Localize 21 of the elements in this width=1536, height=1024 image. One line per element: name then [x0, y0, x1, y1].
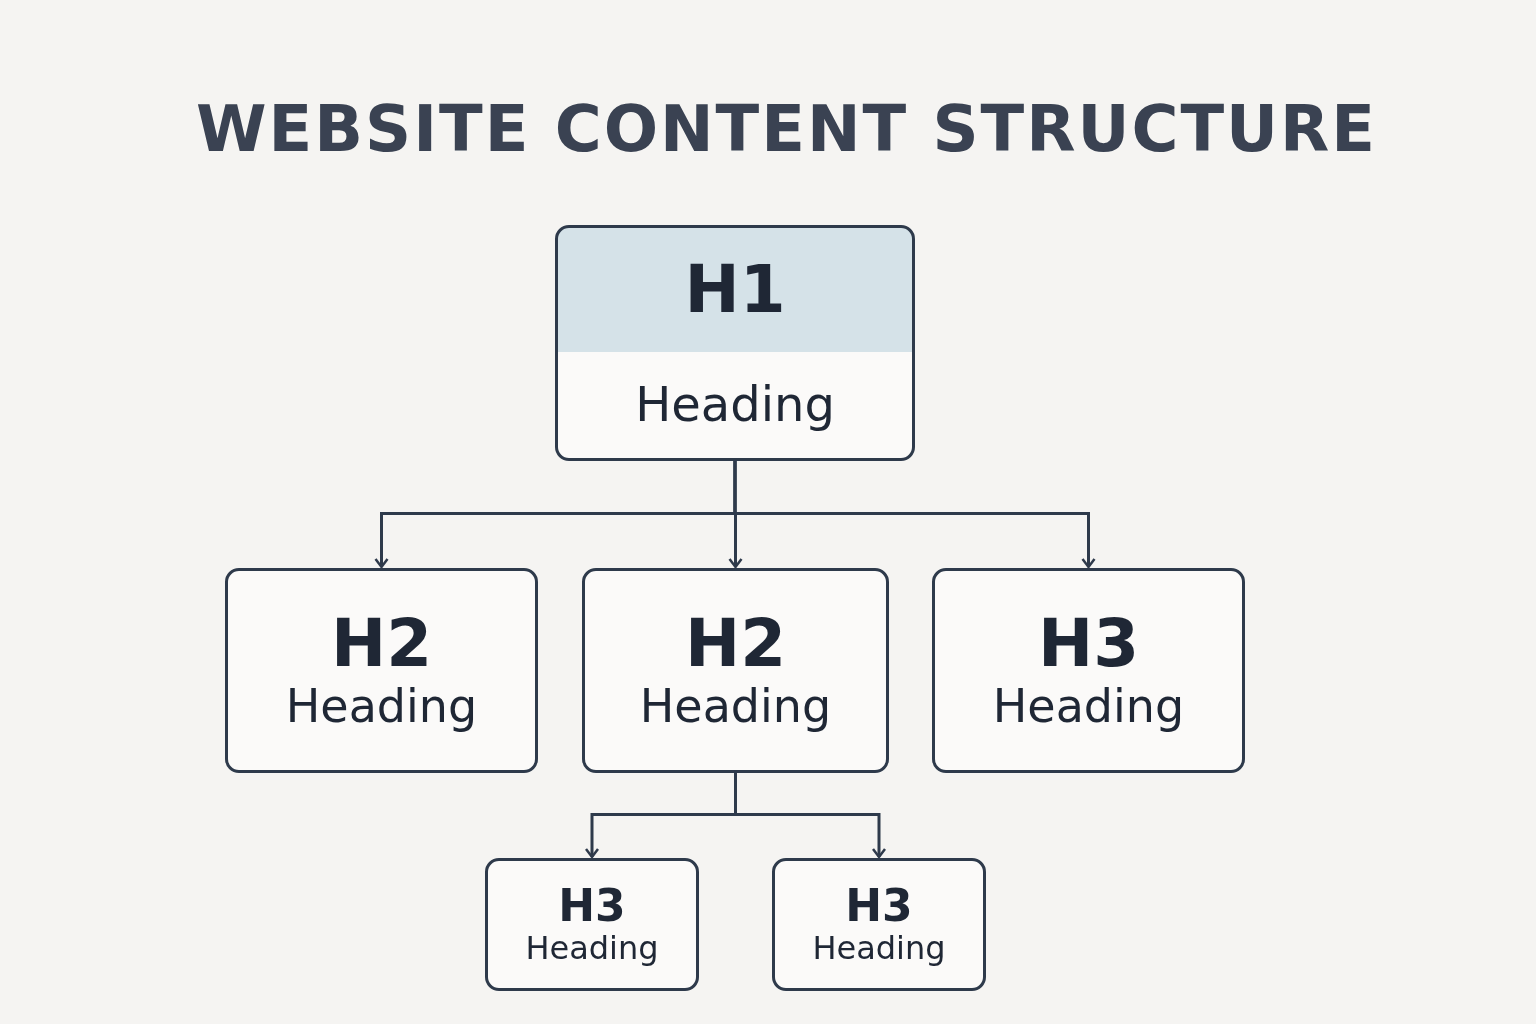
heading-label: Heading [639, 680, 832, 734]
heading-label: Heading [525, 930, 659, 968]
heading-label: Heading [285, 680, 478, 734]
heading-level: H3 [1037, 607, 1140, 681]
heading-level: H2 [330, 607, 433, 681]
heading-level: H2 [684, 607, 787, 681]
heading-label: Heading [812, 930, 946, 968]
heading-level: H3 [558, 881, 626, 931]
heading-level: H1 [684, 253, 786, 327]
heading-label: Heading [992, 680, 1185, 734]
heading-level: H3 [845, 881, 913, 931]
heading-label: Heading [635, 377, 835, 433]
heading-box [485, 858, 699, 991]
heading-box [225, 568, 538, 773]
connector-arrow [733, 461, 1096, 569]
heading-box [932, 568, 1245, 773]
connector-arrow [734, 773, 887, 859]
heading-box [555, 225, 915, 461]
heading-box [582, 568, 889, 773]
heading-box [772, 858, 986, 991]
diagram-title: WEBSITE CONTENT STRUCTURE [196, 92, 1378, 166]
